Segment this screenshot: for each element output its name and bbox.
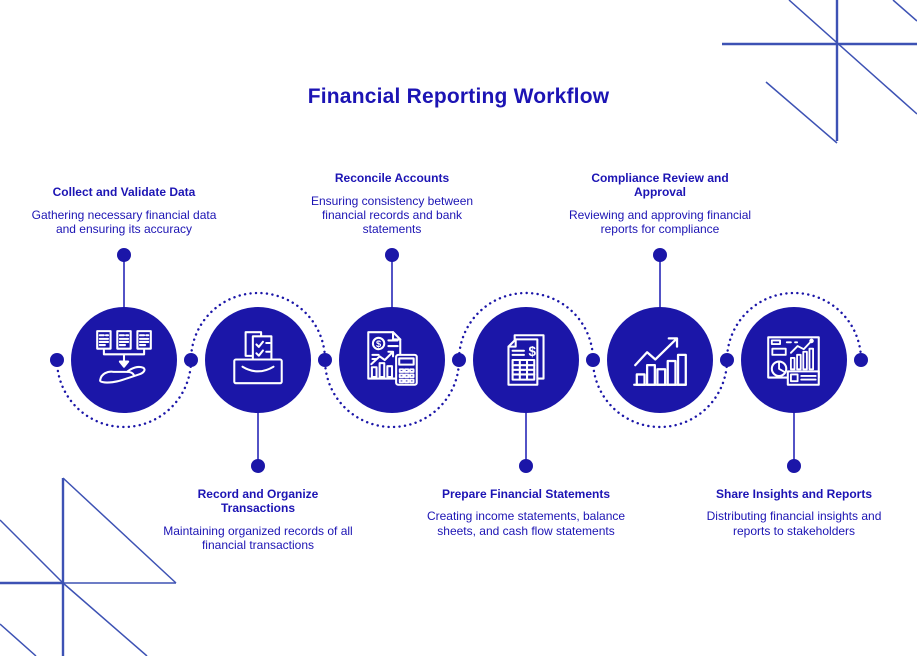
step-title: Share Insights and Reports <box>715 487 873 501</box>
corner-decor-top-right <box>722 0 917 144</box>
step-circle-collect-validate <box>71 307 177 413</box>
documents-to-hand-icon <box>96 330 152 384</box>
stem-line <box>257 412 259 460</box>
step-circle-prepare-statements: $ <box>473 307 579 413</box>
step-text-reconcile: Reconcile Accounts Ensuring consistency … <box>287 171 497 236</box>
step-circle-share-insights <box>741 307 847 413</box>
step-circle-reconcile: $ <box>339 307 445 413</box>
connector-dot <box>787 459 801 473</box>
step-description: Gathering necessary financial data and e… <box>31 207 217 236</box>
statement-calculator-icon: $ <box>367 331 418 386</box>
step-title: Prepare Financial Statements <box>441 487 611 501</box>
step-title: Reconcile Accounts <box>334 171 450 186</box>
step-text-compliance: Compliance Review and Approval Reviewing… <box>555 171 765 236</box>
wave-dot <box>720 353 734 367</box>
wave-dot <box>452 353 466 367</box>
stem-line <box>793 412 795 460</box>
step-description: Ensuring consistency between financial r… <box>310 193 474 236</box>
step-description: Distributing financial insights and repo… <box>706 509 882 538</box>
connector-dot <box>117 248 131 262</box>
step-description: Creating income statements, balance shee… <box>426 509 626 538</box>
step-circle-record-organize <box>205 307 311 413</box>
connector-dot <box>653 248 667 262</box>
step-circle-compliance <box>607 307 713 413</box>
stem-line <box>525 412 527 460</box>
stem-line <box>391 261 393 308</box>
svg-text:$: $ <box>528 344 536 359</box>
wave-dot <box>184 353 198 367</box>
documents-in-drawer-icon <box>233 331 283 385</box>
connector-dot <box>385 248 399 262</box>
dashboard-report-icon <box>767 336 820 386</box>
step-text-share-insights: Share Insights and Reports Distributing … <box>689 487 899 538</box>
wave-dot <box>318 353 332 367</box>
corner-decor-bottom-left <box>0 477 177 656</box>
step-text-collect-validate: Collect and Validate Data Gathering nece… <box>19 185 229 236</box>
growth-bar-chart-icon <box>633 337 687 386</box>
connector-dot <box>251 459 265 473</box>
wave-dot <box>586 353 600 367</box>
wave-dot <box>854 353 868 367</box>
step-text-prepare-statements: Prepare Financial Statements Creating in… <box>421 487 631 538</box>
step-title: Collect and Validate Data <box>52 185 196 200</box>
connector-dot <box>519 459 533 473</box>
svg-text:$: $ <box>376 339 382 349</box>
step-title: Compliance Review and Approval <box>591 170 729 200</box>
step-description: Reviewing and approving financial report… <box>568 207 752 236</box>
stem-line <box>123 261 125 308</box>
step-title: Record and Organize Transactions <box>197 487 319 516</box>
step-description: Maintaining organized records of all fin… <box>163 523 353 552</box>
financial-statement-icon: $ <box>507 334 545 386</box>
step-text-record-organize: Record and Organize Transactions Maintai… <box>153 487 363 552</box>
wave-dot <box>50 353 64 367</box>
page-title: Financial Reporting Workflow <box>307 85 610 108</box>
stem-line <box>659 261 661 308</box>
